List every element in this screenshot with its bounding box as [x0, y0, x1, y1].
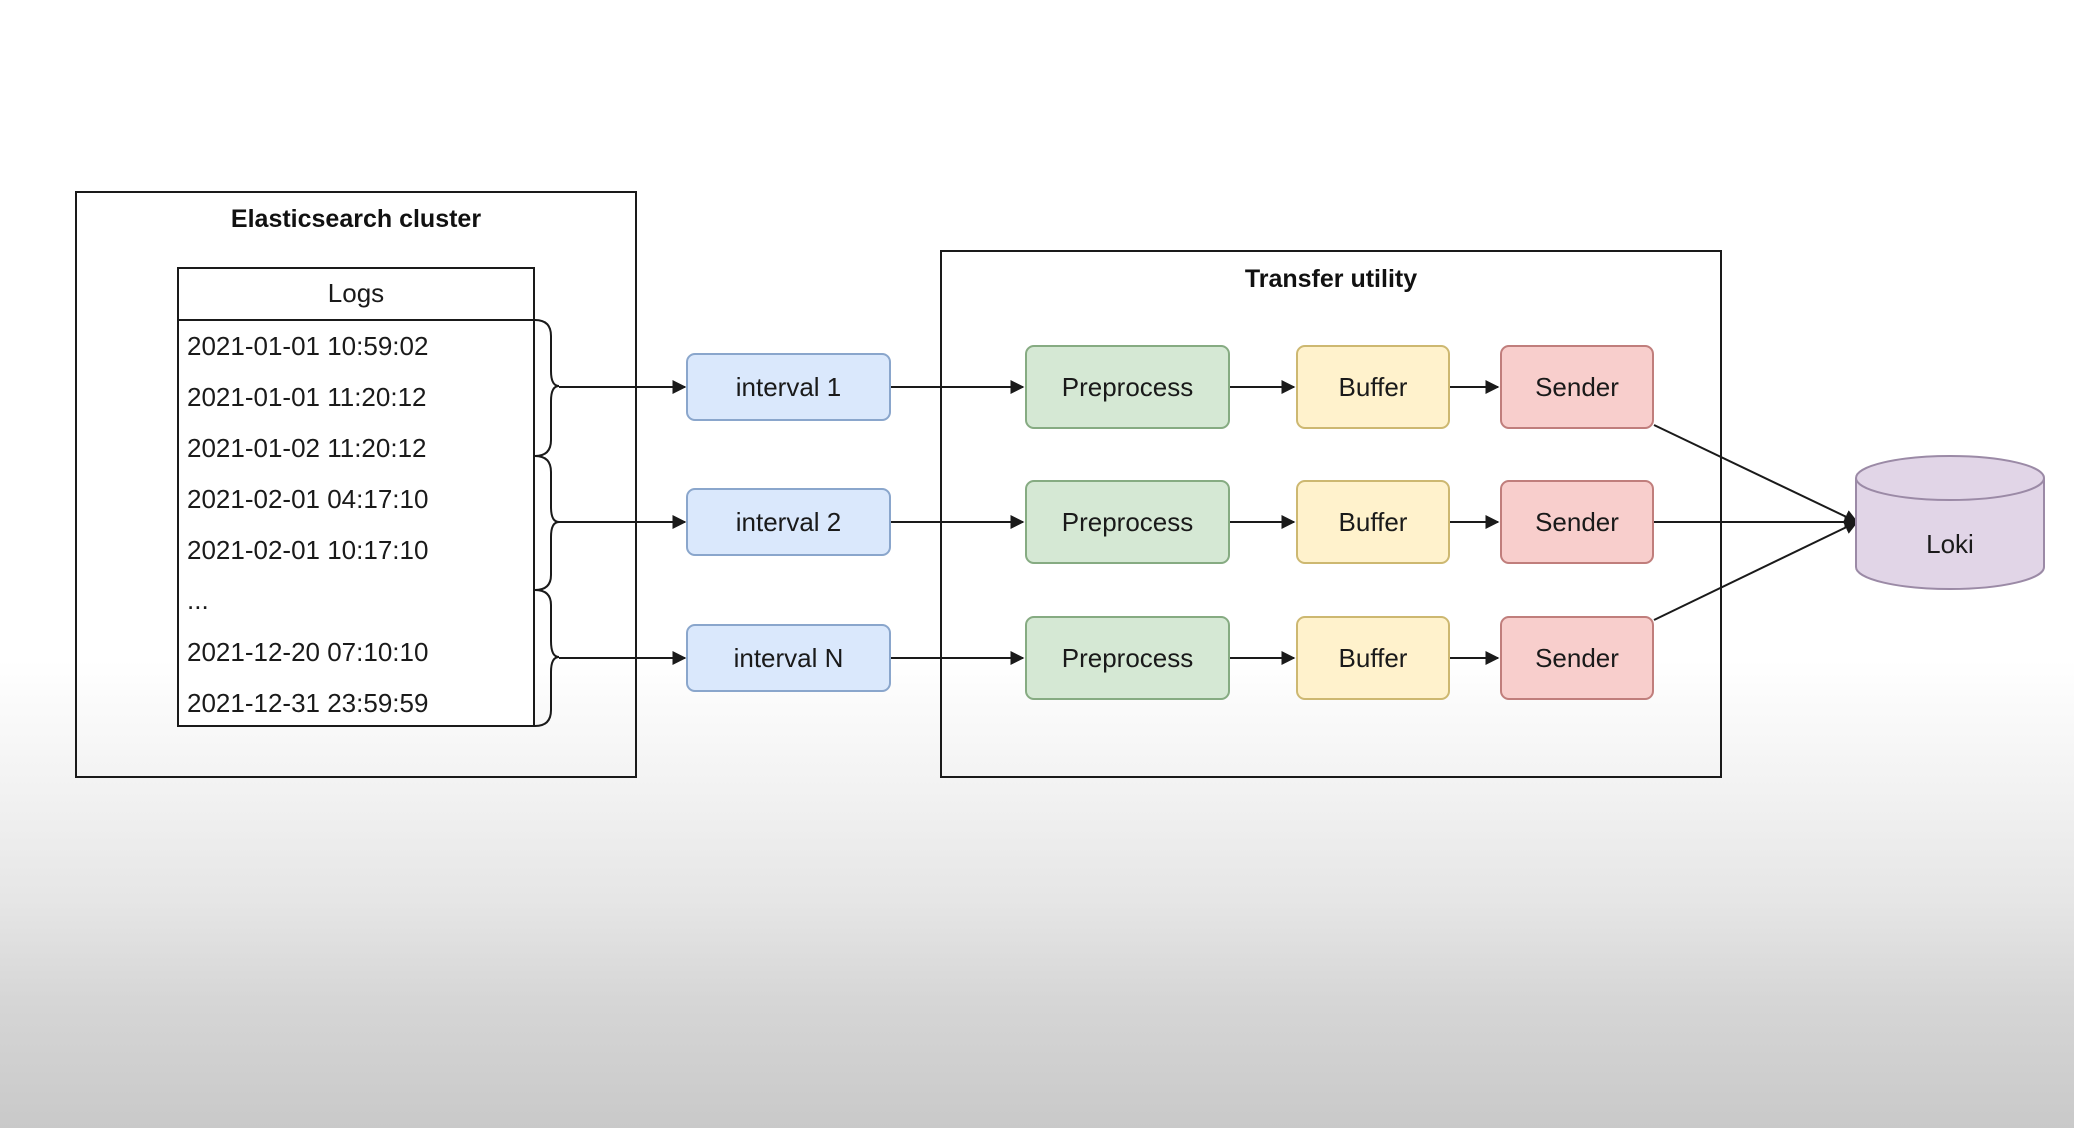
interval-2-node: interval 2 — [686, 488, 891, 556]
log-row: 2021-12-20 07:10:10 — [187, 637, 429, 667]
brace-group-2 — [534, 455, 560, 591]
log-row: 2021-12-31 23:59:59 — [187, 688, 429, 718]
arrow-sender-1-to-loki — [1653, 424, 1859, 523]
elasticsearch-cluster-frame: Elasticsearch cluster — [75, 191, 637, 778]
interval-n-node: interval N — [686, 624, 891, 692]
sender-node-1: Sender — [1500, 345, 1654, 429]
arrow-sender-3-to-loki — [1653, 521, 1859, 621]
log-row: 2021-01-01 10:59:02 — [187, 331, 429, 361]
elasticsearch-cluster-title: Elasticsearch cluster — [230, 205, 482, 233]
log-row: 2021-02-01 10:17:10 — [187, 535, 429, 565]
preprocess-node-3: Preprocess — [1025, 616, 1230, 700]
buffer-node-2: Buffer — [1296, 480, 1450, 564]
loki-label: Loki — [1926, 529, 1974, 559]
brace-group-3 — [534, 589, 560, 727]
sender-node-2: Sender — [1500, 480, 1654, 564]
buffer-node-3: Buffer — [1296, 616, 1450, 700]
interval-1-node: interval 1 — [686, 353, 891, 421]
sender-node-3: Sender — [1500, 616, 1654, 700]
buffer-node-1: Buffer — [1296, 345, 1450, 429]
preprocess-node-2: Preprocess — [1025, 480, 1230, 564]
logs-table: Logs 2021-01-01 10:59:02 2021-01-01 11:2… — [177, 267, 535, 727]
preprocess-node-1: Preprocess — [1025, 345, 1230, 429]
brace-group-1 — [534, 319, 560, 457]
log-row: 2021-01-01 11:20:12 — [187, 382, 427, 412]
transfer-utility-title: Transfer utility — [1244, 265, 1418, 293]
log-row: 2021-02-01 04:17:10 — [187, 484, 429, 514]
logs-table-header: Logs — [179, 269, 533, 321]
transfer-utility-frame: Transfer utility — [940, 250, 1722, 778]
log-row: ... — [187, 585, 209, 615]
loki-database-icon — [1855, 455, 2045, 590]
log-row: 2021-01-02 11:20:12 — [187, 433, 427, 463]
